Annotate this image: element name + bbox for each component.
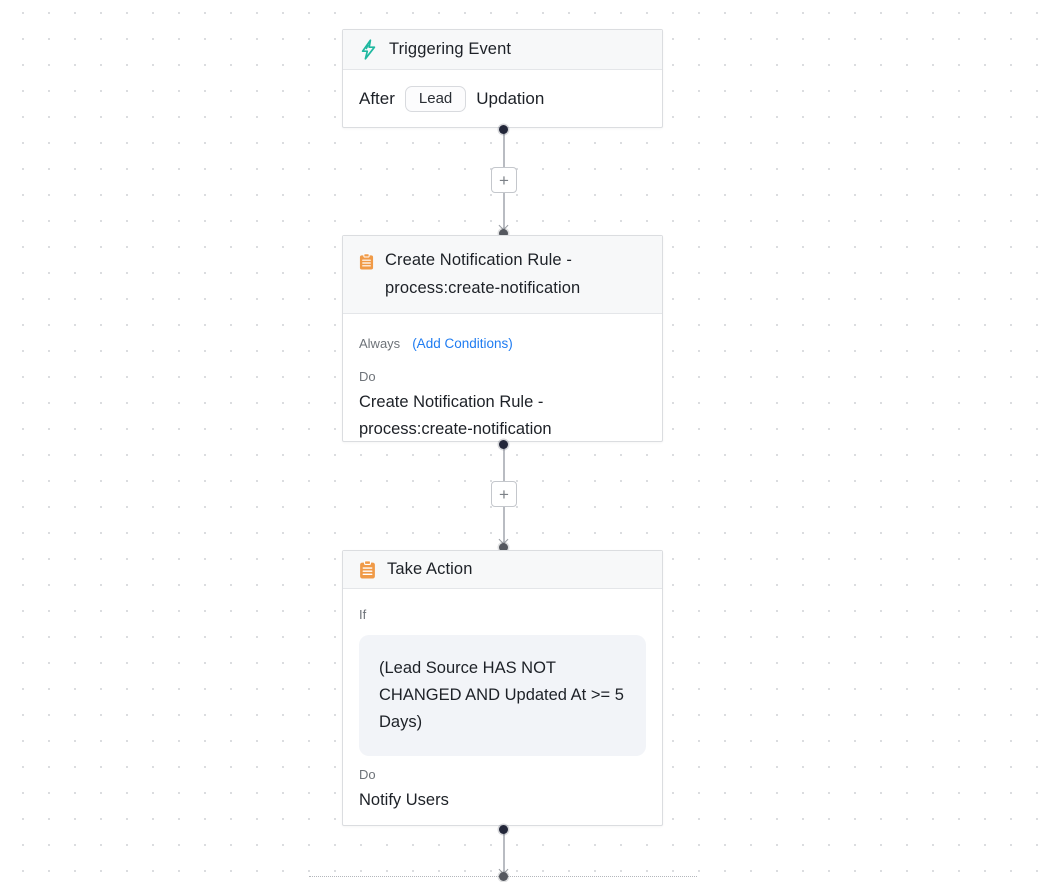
connector-dot-out-1 <box>499 125 508 134</box>
rule-action-text: Create Notification Rule - process:creat… <box>359 393 552 438</box>
connector-dot-out-3 <box>499 825 508 834</box>
condition-box: (Lead Source HAS NOT CHANGED AND Updated… <box>359 635 646 756</box>
clipboard-icon <box>359 560 376 579</box>
trigger-card-body: After Lead Updation <box>343 70 662 128</box>
connector-dot-out-2 <box>499 440 508 449</box>
add-step-button-2[interactable]: + <box>491 481 517 507</box>
trigger-card-header: Triggering Event <box>343 30 662 70</box>
if-label: If <box>359 607 367 622</box>
module-chip[interactable]: Lead <box>404 86 467 112</box>
take-action-header: Take Action <box>343 551 662 589</box>
notification-rule-title: Create Notification Rule - process:creat… <box>385 251 581 297</box>
add-step-button-1[interactable]: + <box>491 167 517 193</box>
trigger-card-title: Triggering Event <box>389 40 512 58</box>
lightning-icon <box>359 39 378 60</box>
notification-rule-body: Always (Add Conditions) Do Create Notifi… <box>343 314 662 455</box>
plus-icon: + <box>499 484 509 504</box>
take-action-title: Take Action <box>387 560 473 578</box>
connector-dot-in-1 <box>499 229 508 238</box>
connector-line-3 <box>503 830 505 876</box>
trigger-event-text: Updation <box>476 89 545 108</box>
add-conditions-link[interactable]: (Add Conditions) <box>412 336 513 351</box>
take-action-card[interactable]: Take Action If (Lead Source HAS NOT CHAN… <box>342 550 663 826</box>
notification-rule-card[interactable]: Create Notification Rule - process:creat… <box>342 235 663 442</box>
always-label: Always <box>359 336 401 351</box>
do-label: Do <box>359 767 376 782</box>
connector-dot-end <box>499 872 508 881</box>
plus-icon: + <box>499 170 509 190</box>
connector-dot-in-2 <box>499 543 508 552</box>
do-label: Do <box>359 369 376 384</box>
clipboard-icon <box>359 253 374 270</box>
notification-rule-header: Create Notification Rule - process:creat… <box>343 236 662 314</box>
action-text: Notify Users <box>359 791 449 809</box>
trigger-card[interactable]: Triggering Event After Lead Updation <box>342 29 663 128</box>
take-action-body: If (Lead Source HAS NOT CHANGED AND Upda… <box>343 589 662 824</box>
trigger-after-text: After <box>359 89 395 108</box>
